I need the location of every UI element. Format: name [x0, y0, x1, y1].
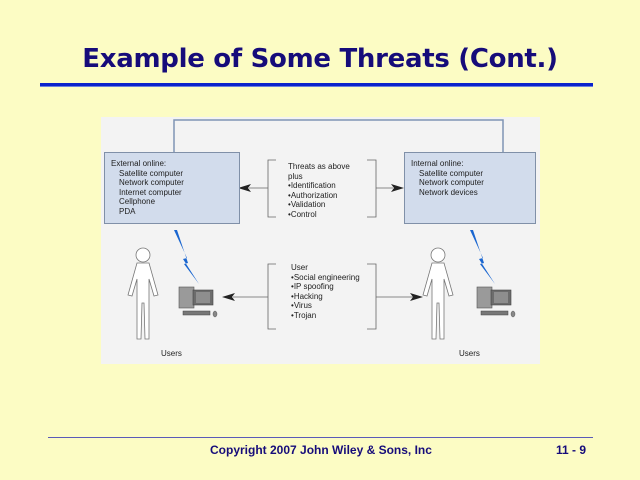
external-item: Network computer	[119, 178, 184, 187]
online-threat-item: Authorization	[288, 191, 350, 201]
online-threats-list: Threats as above plus Identification Aut…	[288, 162, 350, 219]
internal-item: Satellite computer	[419, 168, 484, 178]
top-connector-line	[173, 119, 504, 152]
right-users-label: Users	[459, 349, 480, 358]
left-users-label: Users	[161, 349, 182, 358]
online-threats-subheading: plus	[288, 171, 303, 181]
computer-icon	[476, 286, 516, 318]
lightning-icon	[174, 230, 199, 284]
external-item: Cellphone	[119, 197, 156, 206]
internal-item: Network devices	[419, 187, 478, 197]
footer-divider	[48, 437, 593, 438]
user-threats-heading: User	[291, 263, 308, 272]
online-threats-heading: Threats as above	[288, 162, 350, 171]
user-threats-list: User Social engineering IP spoofing Hack…	[291, 263, 360, 320]
user-threat-item: Social engineering	[291, 273, 360, 283]
online-threats-bracket	[267, 159, 377, 218]
user-threat-item: IP spoofing	[291, 282, 360, 292]
internal-online-heading: Internal online:	[411, 159, 464, 168]
slide-page-number: 11 - 9	[556, 443, 587, 457]
arrow-to-external-head	[238, 184, 251, 192]
lightning-icon	[470, 230, 495, 284]
external-item: Satellite computer	[119, 168, 184, 178]
online-threat-item: Validation	[288, 200, 350, 210]
external-item: PDA	[119, 206, 136, 216]
diagram-lines	[127, 119, 516, 340]
internal-online-box: Internal online: Satellite computer Netw…	[404, 152, 536, 224]
arrow-to-internal-head	[391, 184, 404, 192]
footer-copyright: Copyright 2007 John Wiley & Sons, Inc	[210, 443, 432, 457]
arrow-to-left-computer-head	[222, 293, 235, 301]
online-threat-item: Control	[288, 210, 350, 220]
title-underline	[40, 83, 593, 87]
person-icon	[127, 247, 159, 340]
online-threat-item: Identification	[288, 181, 350, 191]
person-icon	[422, 247, 454, 340]
user-threat-item: Virus	[291, 301, 360, 311]
external-online-heading: External online:	[111, 159, 167, 168]
user-threat-item: Hacking	[291, 292, 360, 302]
user-threats-bracket	[267, 263, 377, 330]
external-item: Internet computer	[119, 187, 182, 197]
computer-icon	[178, 286, 218, 318]
slide-title: Example of Some Threats (Cont.)	[82, 44, 558, 74]
threats-diagram: External online: Satellite computer Netw…	[101, 117, 540, 364]
external-online-box: External online: Satellite computer Netw…	[104, 152, 240, 224]
internal-item: Network computer	[419, 178, 484, 187]
user-threat-item: Trojan	[291, 311, 360, 321]
arrow-to-right-user-head	[410, 293, 423, 301]
